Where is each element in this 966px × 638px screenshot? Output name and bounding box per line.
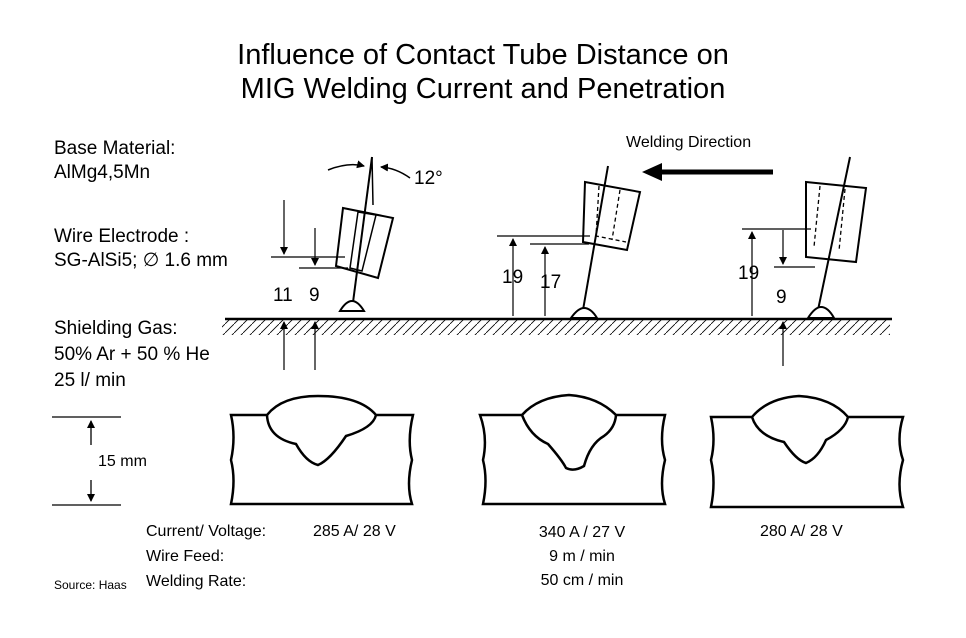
thickness-label: 15 mm <box>98 453 147 470</box>
setup-1-stickout: 9 <box>309 285 320 306</box>
torch-2 <box>569 165 642 319</box>
dimension-setup-2 <box>497 235 590 316</box>
workpiece-surface <box>222 317 892 335</box>
torch-angle-indicator <box>327 160 411 179</box>
setup-3-current-voltage: 280 A/ 28 V <box>760 523 843 540</box>
shielding-gas-label: Shielding Gas: <box>54 318 178 339</box>
setup-1-current-voltage: 285 A/ 28 V <box>313 523 396 540</box>
welding-direction-label: Welding Direction <box>626 134 752 151</box>
diagram-title: Influence of Contact Tube Distance on MI… <box>0 38 966 106</box>
weld-cross-section-1 <box>229 394 415 506</box>
shielding-gas-mix: 50% Ar + 50 % He <box>54 344 210 365</box>
welding-rate-label: Welding Rate: <box>146 573 247 590</box>
source-label: Source: Haas <box>54 578 127 592</box>
torch-angle-label: 12° <box>414 168 443 189</box>
torch-1 <box>334 156 395 312</box>
welding-rate-value: 50 cm / min <box>540 572 624 589</box>
base-material-value: AlMg4,5Mn <box>54 162 151 183</box>
title-line-1: Influence of Contact Tube Distance on <box>237 39 729 71</box>
wire-feed-value: 9 m / min <box>549 548 615 565</box>
dimension-setup-1 <box>271 200 348 370</box>
setup-1-contact-tube-distance: 11 <box>273 285 293 306</box>
weld-cross-section-2 <box>478 393 667 506</box>
setup-3-stickout: 9 <box>776 287 787 308</box>
title-line-2: MIG Welding Current and Penetration <box>240 73 726 105</box>
base-material-label: Base Material: <box>54 138 176 159</box>
current-voltage-label: Current/ Voltage: <box>146 523 267 540</box>
setup-2-stickout: 17 <box>540 272 562 293</box>
welding-direction-arrow <box>642 163 773 181</box>
wire-electrode-value: SG-AlSi5; ∅ 1.6 mm <box>54 250 228 271</box>
setup-3-contact-tube-distance: 19 <box>738 263 760 284</box>
wire-electrode-label: Wire Electrode : <box>54 226 190 247</box>
wire-feed-label: Wire Feed: <box>146 548 225 565</box>
weld-cross-section-3 <box>709 394 905 509</box>
dimension-setup-3 <box>742 228 815 366</box>
setup-2-current-voltage: 340 A / 27 V <box>538 524 626 541</box>
shielding-gas-flow: 25 l/ min <box>54 370 126 391</box>
setup-2-contact-tube-distance: 19 <box>502 267 524 288</box>
thickness-dimension <box>52 416 121 506</box>
torch-3 <box>805 156 868 319</box>
